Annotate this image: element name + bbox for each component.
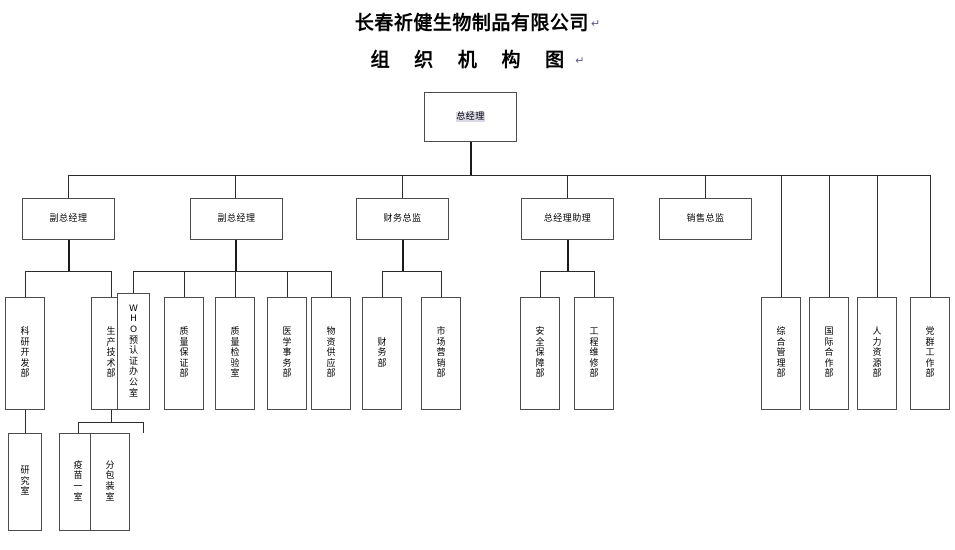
node-label: 财务总监 [383, 213, 422, 224]
node-label: 工程维修部 [589, 326, 599, 380]
page-subtitle: 组 织 机 构 图↵ [0, 45, 955, 72]
node-label: 市场营销部 [436, 326, 446, 380]
connector-drop-party [930, 175, 931, 297]
node-label: 党群工作部 [925, 326, 935, 380]
connector-prod-tech-bus [78, 422, 144, 423]
pilcrow-mark: ↵ [575, 54, 585, 67]
node-deputy-general-manager-1[interactable]: 副总经理 [22, 198, 115, 240]
node-administration-department[interactable]: 综合管理部 [761, 297, 801, 410]
node-label: 医学事务部 [282, 326, 292, 380]
node-rnd-department[interactable]: 科研开发部 [5, 297, 45, 410]
node-label: 生产技术部 [106, 326, 116, 380]
node-label: 质量保证部 [179, 326, 189, 380]
node-safety-department[interactable]: 安全保障部 [520, 297, 560, 410]
node-label: WHO预认证办公室 [129, 303, 139, 399]
node-label: 安全保障部 [535, 326, 545, 380]
page-title-text: 长春祈健生物制品有限公司 [354, 12, 589, 34]
connector-drop-gm-asst [567, 175, 568, 198]
connector-vp2-to-qc [235, 271, 236, 297]
connector-vp2-bus [133, 271, 331, 272]
node-gm-assistant[interactable]: 总经理助理 [521, 198, 614, 240]
connector-drop-hr [877, 175, 878, 297]
connector-vp2-to-medical [287, 271, 288, 297]
page-title: 长春祈健生物制品有限公司↵ [0, 8, 955, 35]
node-label: 研究室 [20, 466, 30, 498]
node-supply-department[interactable]: 物资供应部 [311, 297, 351, 410]
connector-gm-asst-stem [567, 240, 569, 272]
connector-rnd-to-lab [25, 410, 26, 433]
node-marketing-department[interactable]: 市场营销部 [421, 297, 461, 410]
node-label: 人力资源部 [872, 326, 882, 380]
connector-cfo-to-finance [382, 271, 383, 297]
node-label: 物资供应部 [326, 326, 336, 380]
connector-prod-tech-stem [111, 410, 112, 423]
node-label: 财务部 [377, 337, 387, 369]
connector-cfo-stem [402, 240, 404, 272]
node-human-resources-department[interactable]: 人力资源部 [857, 297, 897, 410]
node-deputy-general-manager-2[interactable]: 副总经理 [190, 198, 283, 240]
node-sales-director[interactable]: 销售总监 [659, 198, 752, 240]
connector-drop-cfo [402, 175, 403, 198]
connector-vp1-to-rnd [25, 271, 26, 297]
connector-cfo-to-marketing [441, 271, 442, 297]
connector-vp2-to-supply [331, 271, 332, 297]
connector-vp2-stem [235, 240, 237, 272]
node-international-cooperation-department[interactable]: 国际合作部 [809, 297, 849, 410]
node-finance-director[interactable]: 财务总监 [356, 198, 449, 240]
connector-vp2-to-qa [184, 271, 185, 297]
node-label: 质量检验室 [230, 326, 240, 380]
node-label: 疫苗一室 [73, 460, 83, 503]
connector-cfo-bus [382, 271, 442, 272]
connector-gm-asst-to-safety [540, 271, 541, 297]
node-label: 总经理 [456, 111, 485, 123]
connector-root-stem [470, 141, 472, 176]
node-finance-department[interactable]: 财务部 [362, 297, 402, 410]
node-label: 综合管理部 [776, 326, 786, 380]
node-medical-affairs-department[interactable]: 医学事务部 [267, 297, 307, 410]
node-engineering-maintenance-department[interactable]: 工程维修部 [574, 297, 614, 410]
connector-vp2-to-who [133, 271, 134, 297]
node-label: 副总经理 [49, 213, 88, 224]
connector-gm-asst-to-engineer [594, 271, 595, 297]
connector-prod-tech-to-packing [143, 422, 144, 433]
node-label: 总经理助理 [543, 213, 592, 224]
connector-drop-vp1 [68, 175, 69, 198]
node-research-lab[interactable]: 研究室 [8, 433, 42, 531]
node-label: 国际合作部 [824, 326, 834, 380]
connector-main-bus [68, 175, 931, 176]
node-quality-assurance-department[interactable]: 质量保证部 [164, 297, 204, 410]
node-label: 销售总监 [686, 213, 725, 224]
node-party-affairs-department[interactable]: 党群工作部 [910, 297, 950, 410]
connector-vp1-to-prod-tech [111, 271, 112, 297]
connector-drop-vp2 [235, 175, 236, 198]
node-label: 科研开发部 [20, 326, 30, 380]
node-label: 分包装室 [105, 460, 115, 503]
pilcrow-mark: ↵ [590, 17, 601, 30]
node-quality-control-lab[interactable]: 质量检验室 [215, 297, 255, 410]
connector-gm-asst-bus [540, 271, 595, 272]
node-label: 副总经理 [217, 213, 256, 224]
connector-drop-intl [829, 175, 830, 297]
page-subtitle-text: 组 织 机 构 图 [370, 49, 574, 71]
connector-drop-admin [781, 175, 782, 297]
connector-vp1-bus [25, 271, 112, 272]
node-packaging-lab[interactable]: 分包装室 [90, 433, 130, 531]
connector-prod-tech-to-vaccine1 [78, 422, 79, 433]
node-general-manager[interactable]: 总经理 [424, 92, 517, 142]
connector-drop-sales-dir [705, 175, 706, 198]
connector-vp1-stem [68, 240, 70, 272]
node-who-prequalification-office[interactable]: WHO预认证办公室 [117, 293, 150, 410]
